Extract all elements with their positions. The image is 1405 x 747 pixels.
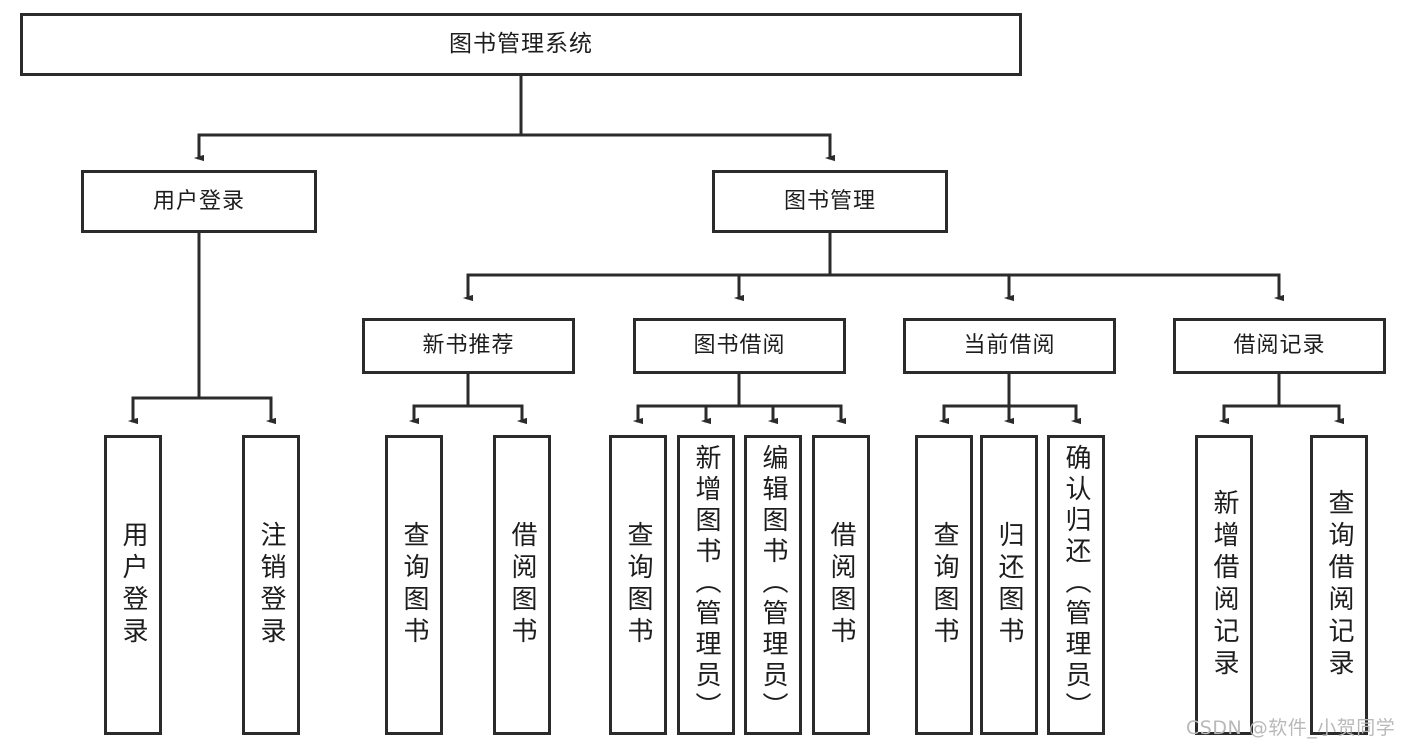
leaf-user-login[interactable]: 用户登录 (104, 435, 162, 735)
leaf-recommend-query-book[interactable]: 查询图书 (385, 435, 443, 735)
node-label: 新增借阅记录 (1209, 489, 1239, 681)
node-label: 新增图书（管理员） (691, 444, 721, 723)
node-label: 新书推荐 (422, 333, 515, 358)
node-label: 查询图书 (399, 521, 429, 649)
node-label: 查询借阅记录 (1324, 489, 1354, 681)
leaf-current-return-book[interactable]: 归还图书 (980, 435, 1038, 735)
node-label: 用户登录 (118, 521, 148, 649)
csdn-watermark: CSDN @软件_小贺同学 (1186, 717, 1396, 739)
node-label: 注销登录 (256, 521, 286, 649)
leaf-borrow-edit-book-admin[interactable]: 编辑图书（管理员） (744, 435, 802, 735)
node-borrow-record[interactable]: 借阅记录 (1173, 318, 1386, 374)
node-label: 确认归还（管理员） (1061, 444, 1091, 723)
node-label: 借阅图书 (826, 521, 856, 649)
node-label: 查询图书 (623, 521, 653, 649)
node-book-borrow[interactable]: 图书借阅 (633, 318, 846, 374)
leaf-record-query-borrow-record[interactable]: 查询借阅记录 (1310, 435, 1368, 735)
leaf-current-query-book[interactable]: 查询图书 (915, 435, 973, 735)
node-label: 用户登录 (152, 188, 245, 214)
leaf-user-logout[interactable]: 注销登录 (242, 435, 300, 735)
leaf-current-confirm-return-admin[interactable]: 确认归还（管理员） (1047, 435, 1105, 735)
node-new-book-recommend[interactable]: 新书推荐 (362, 318, 575, 374)
node-label: 借阅记录 (1233, 333, 1326, 358)
node-book-management[interactable]: 图书管理 (712, 170, 948, 233)
leaf-record-add-borrow-record[interactable]: 新增借阅记录 (1195, 435, 1253, 735)
leaf-borrow-query-book[interactable]: 查询图书 (609, 435, 667, 735)
node-label: 图书管理系统 (449, 31, 593, 57)
node-user-login[interactable]: 用户登录 (81, 170, 317, 233)
node-root-book-management-system[interactable]: 图书管理系统 (20, 13, 1022, 76)
node-label: 查询图书 (929, 521, 959, 649)
node-label: 归还图书 (994, 521, 1024, 649)
node-label: 当前借阅 (963, 333, 1056, 358)
node-label: 图书管理 (783, 188, 876, 214)
leaf-recommend-borrow-book[interactable]: 借阅图书 (493, 435, 551, 735)
node-label: 编辑图书（管理员） (758, 444, 788, 723)
node-label: 图书借阅 (693, 333, 786, 358)
leaf-borrow-add-book-admin[interactable]: 新增图书（管理员） (677, 435, 735, 735)
node-current-borrow[interactable]: 当前借阅 (903, 318, 1116, 374)
node-label: 借阅图书 (507, 521, 537, 649)
leaf-borrow-borrow-book[interactable]: 借阅图书 (812, 435, 870, 735)
